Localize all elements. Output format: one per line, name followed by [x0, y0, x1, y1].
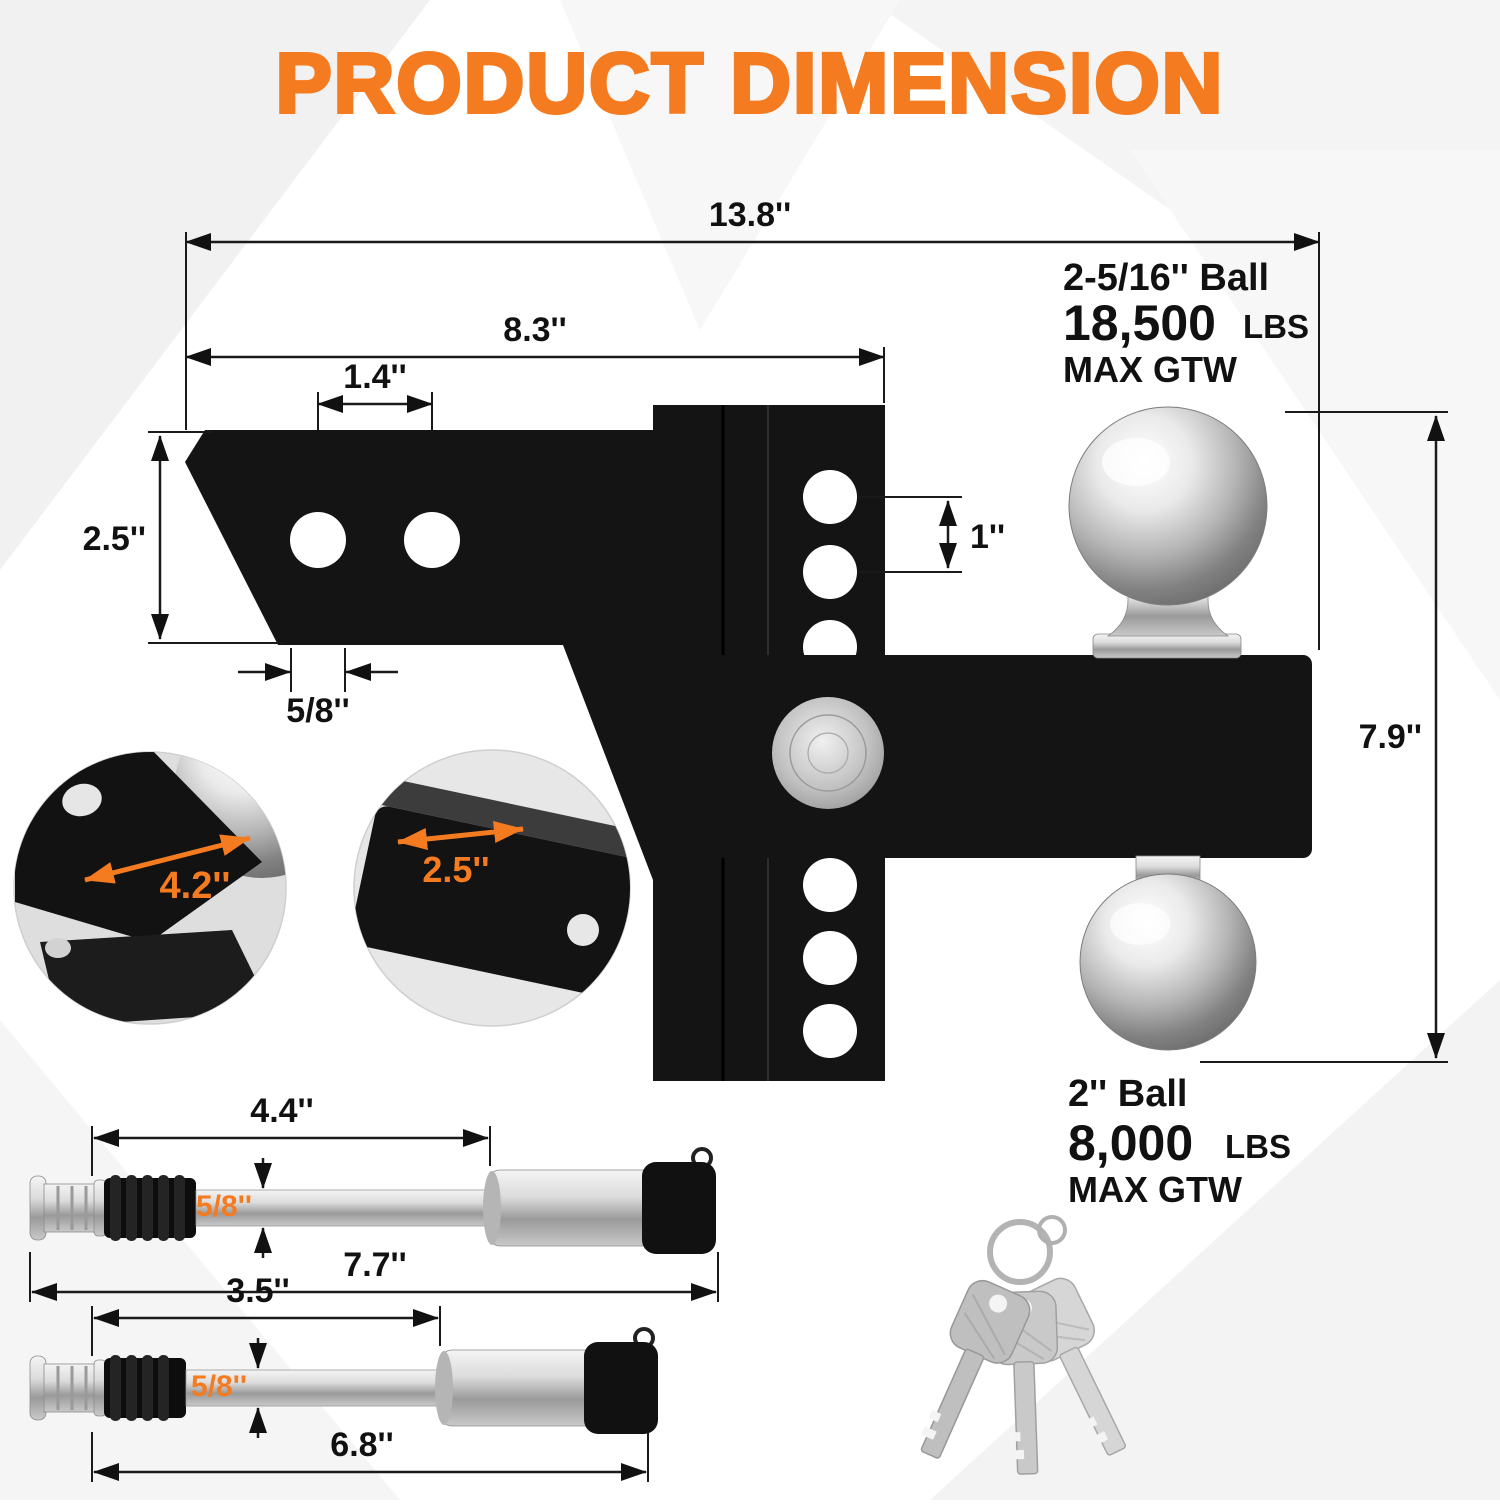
- dim-shank-height: 2.5'': [83, 520, 146, 558]
- dim-overall-length: 13.8'': [709, 196, 791, 234]
- pin-long-shaft-dim: 4.4'': [250, 1092, 313, 1130]
- bottom-ball-unit: LBS: [1225, 1128, 1291, 1165]
- pin-long-cap: [642, 1162, 716, 1254]
- dim-hole-spacing: 1.4'': [343, 358, 406, 396]
- pin-short-cap: [584, 1342, 658, 1434]
- top-ball-spec: 2-5/16'' Ball 18,500 LBS MAX GTW: [1063, 257, 1309, 390]
- top-ball-max-gtw: MAX GTW: [1063, 349, 1237, 390]
- hitch-pin-short: 3.5'' 5/8'' 6.8'': [29, 1272, 658, 1482]
- pin-long-overall-dim: 7.7'': [343, 1246, 406, 1284]
- key-ring: [987, 1219, 1053, 1285]
- hitch-assembly: [185, 405, 1312, 1081]
- top-ball-capacity: 18,500: [1063, 295, 1216, 351]
- pin-long-diameter-dim: 5/8'': [196, 1190, 252, 1223]
- pin-short-shaft: [185, 1369, 441, 1407]
- bottom-ball-max-gtw: MAX GTW: [1068, 1169, 1242, 1210]
- top-hitch-ball: [1068, 406, 1268, 659]
- key-3: [920, 1279, 1031, 1459]
- top-ball-unit: LBS: [1243, 308, 1309, 345]
- gusset: [563, 645, 653, 880]
- shank-arm: [185, 430, 653, 880]
- bottom-ball-capacity: 8,000: [1068, 1115, 1193, 1171]
- bottom-ball-spec: 2'' Ball 8,000 LBS MAX GTW: [1068, 1073, 1291, 1210]
- dimension-annotations: 13.8'' 8.3'' 1.4'' 2.5'' 5/8'' 1'' 7.9'': [83, 196, 1448, 1063]
- inset-corner-detail: 4.2'': [13, 751, 287, 1025]
- top-ball-size: 2-5/16'' Ball: [1063, 257, 1269, 299]
- inset2-dim: 2.5'': [422, 849, 489, 890]
- inset-thickness-detail: 2.5'': [353, 749, 631, 1027]
- bottom-hitch-ball: [1079, 855, 1257, 1051]
- pin-long-shaft: [195, 1189, 493, 1227]
- dim-pin-hole: 5/8'': [286, 692, 349, 730]
- pivot-pin-head: [772, 697, 884, 809]
- bottom-ball-size: 2'' Ball: [1068, 1073, 1187, 1115]
- inset2-hole: [567, 914, 599, 946]
- hitch-pin-long: 4.4'' 5/8'' 7.7'': [29, 1092, 719, 1302]
- inset2-arrow: [397, 821, 524, 850]
- key-ring-small: [1037, 1215, 1067, 1245]
- pin-short-diameter-dim: 5/8'': [191, 1370, 247, 1403]
- pin-short-shaft-dim: 3.5'': [226, 1272, 289, 1310]
- page-title: PRODUCT DIMENSION: [276, 36, 1225, 130]
- shank-hole-2: [404, 512, 460, 568]
- dim-shank-length: 8.3'': [503, 311, 566, 349]
- ball-mount: [700, 655, 1312, 858]
- lock-keys: [920, 1215, 1127, 1475]
- shank-hole-1: [290, 512, 346, 568]
- inset1-dim: 4.2'': [160, 865, 231, 907]
- dim-adjust-spacing: 1'': [970, 518, 1005, 556]
- dim-drop: 7.9'': [1359, 718, 1422, 756]
- inset1-arrow: [84, 834, 251, 884]
- inset1-hole: [62, 783, 102, 817]
- pin-short-overall-dim: 6.8'': [330, 1426, 393, 1464]
